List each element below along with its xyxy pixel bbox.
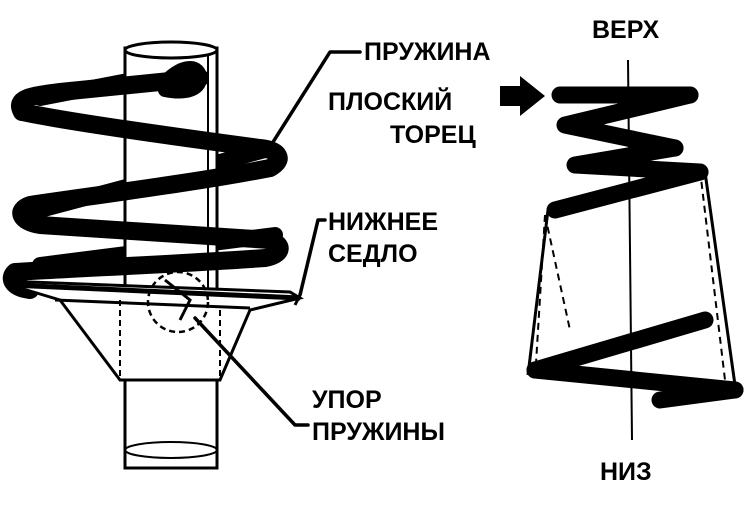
spring-stop-detail — [146, 270, 210, 334]
label-flat-end-line1: ПЛОСКИЙ — [328, 86, 452, 116]
label-spring-stop-line1: УПОР — [312, 386, 382, 414]
lower-spring-seat — [9, 280, 304, 382]
label-spring: ПРУЖИНА — [364, 38, 491, 66]
label-spring-stop-line2: ПРУЖИНЫ — [312, 418, 445, 446]
label-top: ВЕРХ — [592, 16, 659, 44]
label-lower-seat-line1: НИЖНЕЕ — [328, 208, 438, 236]
spring-front-coils — [2, 69, 289, 299]
leader-lines — [193, 50, 362, 427]
label-bottom: НИЗ — [600, 458, 652, 486]
label-lower-seat-line2: СЕДЛО — [328, 240, 418, 268]
spring-profile — [526, 59, 744, 441]
label-flat-end-line2: ТОРЕЦ — [390, 121, 476, 149]
right-arrow-icon — [500, 76, 545, 116]
shock-absorber-assembly — [2, 40, 362, 470]
